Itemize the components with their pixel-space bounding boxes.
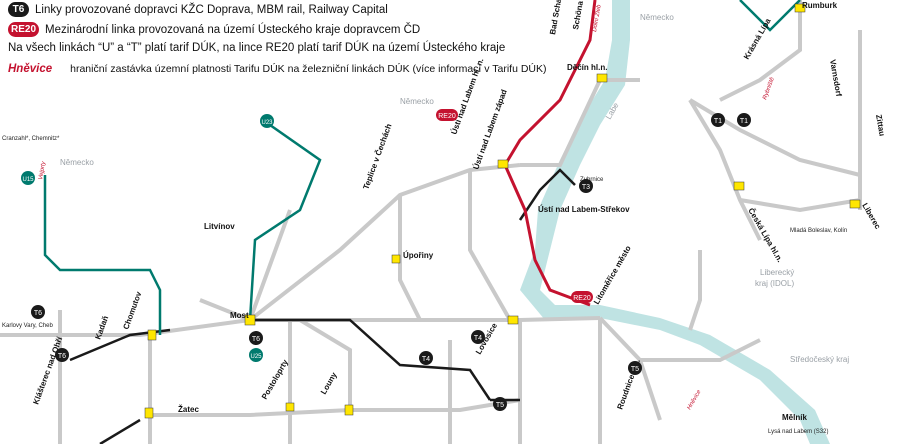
badge-t6-a-label: T6 <box>58 353 66 360</box>
station-mlada-boleslav: Mladá Boleslav, Kolín <box>790 228 847 234</box>
region-liberec-1: Liberecký <box>760 268 794 277</box>
station-chomutov[interactable]: Chomutov <box>121 290 143 331</box>
station-teplice[interactable]: Teplice v Čechách <box>361 122 393 190</box>
legend-border-stop-name: Hněvice <box>8 63 53 75</box>
legend-row-international: RE20 Mezinárodní linka provozovaná na úz… <box>8 22 420 37</box>
legend-text-international: Mezinárodní linka provozovaná na území Ú… <box>45 23 421 36</box>
badge-t6-b <box>31 305 45 319</box>
badge-t5-b-label: T5 <box>496 402 504 409</box>
badge-t5-b <box>493 397 507 411</box>
badge-re20-b <box>571 291 593 303</box>
badge-t3 <box>579 179 593 193</box>
station-usti-strekov[interactable]: Ústí nad Labem-Střekov <box>538 205 630 214</box>
region-germany-north: Německo <box>400 97 434 106</box>
line-u15-vejprty <box>43 175 162 335</box>
line-rumburk-loop <box>739 0 801 32</box>
line-u23-litvinov <box>248 123 322 321</box>
legend-row-tariff: Na všech linkách “U” a “T” platí tarif D… <box>8 42 505 54</box>
station-lysa[interactable]: Lysá nad Labem (S32) <box>768 429 828 435</box>
legend-text-operators: Linky provozované dopravci KŽC Doprava, … <box>35 3 388 16</box>
station-litomerice[interactable]: Litoměřice město <box>592 244 633 306</box>
station-zittau[interactable]: Zittau <box>874 114 887 137</box>
legend-text-tariff: Na všech linkách “U” a “T” platí tarif D… <box>8 42 506 54</box>
station-usti-zapad[interactable]: Ústí nad Labem západ <box>471 88 508 171</box>
station-krasna-lipa[interactable]: Krásná Lípa <box>742 16 773 61</box>
line-badge-re20: RE20 <box>8 22 40 37</box>
station-ceska-lipa[interactable]: Česká Lípa hl.n. <box>746 207 784 264</box>
region-germany-west: Německo <box>60 158 94 167</box>
station-postoloprty[interactable]: Postoloprty <box>260 358 290 401</box>
station-melnik[interactable]: Mělník <box>782 413 807 422</box>
station-markers <box>144 3 861 419</box>
station-rybniste[interactable]: Rybniště <box>762 76 776 101</box>
region-germany-northeast: Německo <box>640 13 674 22</box>
station-vejprty[interactable]: Vejprty <box>38 160 47 180</box>
badge-t4-a-label: T4 <box>474 335 482 342</box>
station-louny[interactable]: Louny <box>319 370 339 396</box>
river-labe <box>520 0 830 444</box>
badge-u15 <box>21 171 35 185</box>
badge-t1-b <box>737 113 751 127</box>
station-cranzahl: Cranzahl*, Chemnitz* <box>2 136 60 142</box>
badge-t6-c <box>249 331 263 345</box>
station-marker-chomutov <box>147 329 157 341</box>
station-schona[interactable]: Schöna <box>571 0 585 30</box>
line-badges: T1 T1 T3 T4 T4 T5 T5 T6 T6 T6 RE20 RE20 … <box>21 109 751 411</box>
grey-tracks <box>0 0 862 444</box>
station-marker-upotiny <box>391 254 401 264</box>
station-marker-louny <box>344 404 354 416</box>
station-karlovy-vary: Karlovy Vary, Cheb <box>2 323 53 329</box>
station-marker-liberec <box>849 199 861 209</box>
badge-t4-b-label: T4 <box>422 356 430 363</box>
station-hnevice[interactable]: Hněvice <box>687 389 703 411</box>
station-rumburk[interactable]: Rumburk <box>802 1 838 10</box>
station-zatec[interactable]: Žatec <box>178 405 199 414</box>
station-marker-postoloprty <box>285 402 295 412</box>
badge-t1-a <box>711 113 725 127</box>
station-marker-rumburk <box>794 3 806 13</box>
station-varnsdorf[interactable]: Varnsdorf <box>828 59 843 98</box>
line-badge-t6: T6 <box>8 2 29 17</box>
badge-t6-a <box>55 348 69 362</box>
station-marker-zatec <box>144 407 154 419</box>
station-litvinov[interactable]: Litvínov <box>204 222 235 231</box>
badge-t6-c-label: T6 <box>252 336 260 343</box>
station-zubrnice[interactable]: Zubrnice <box>580 177 604 183</box>
badge-u23-label: U23 <box>261 120 273 126</box>
badge-u25-label: U25 <box>250 354 262 360</box>
badge-re20-a <box>436 109 458 121</box>
badge-re20-a-label: RE20 <box>438 113 456 120</box>
badge-t1-b-label: T1 <box>740 118 748 125</box>
legend-row-border-stop: Hněvice hraniční zastávka územní platnos… <box>8 63 547 75</box>
badge-t4-a <box>471 330 485 344</box>
station-marker-decin <box>596 73 608 83</box>
badge-u15-label: U15 <box>22 177 34 183</box>
badge-u25 <box>249 348 263 362</box>
station-decin[interactable]: Děčín hl.n. <box>567 63 607 72</box>
station-marker-usti <box>497 159 509 169</box>
badge-t5-a-label: T5 <box>631 366 639 373</box>
badge-t5-a <box>628 361 642 375</box>
station-most[interactable]: Most <box>230 311 249 320</box>
region-central-bohemia: Středočeský kraj <box>790 355 849 364</box>
station-bad-schandau[interactable]: Bad Schandau <box>548 0 567 35</box>
badge-t6-b-label: T6 <box>34 310 42 317</box>
badge-t1-a-label: T1 <box>714 118 722 125</box>
station-liberec[interactable]: Liberec <box>860 202 882 232</box>
station-marker-most <box>244 314 256 326</box>
badge-u23 <box>260 114 274 128</box>
station-usti-hl[interactable]: Ústí nad Labem hl. n. <box>449 57 485 136</box>
station-marker-lovosice <box>507 315 519 325</box>
region-liberec-2: kraj (IDOL) <box>755 279 794 288</box>
badge-t4-b <box>419 351 433 365</box>
legend-row-operators: T6 Linky provozované dopravci KŽC Doprav… <box>8 2 388 17</box>
badge-re20-b-label: RE20 <box>573 295 591 302</box>
station-upotiny[interactable]: Úpořiny <box>403 251 434 260</box>
station-marker-ceska-lipa <box>733 181 745 191</box>
legend-text-border-stop: hraniční zastávka územní platnosti Tarif… <box>70 63 547 75</box>
badge-t3-label: T3 <box>582 184 590 191</box>
